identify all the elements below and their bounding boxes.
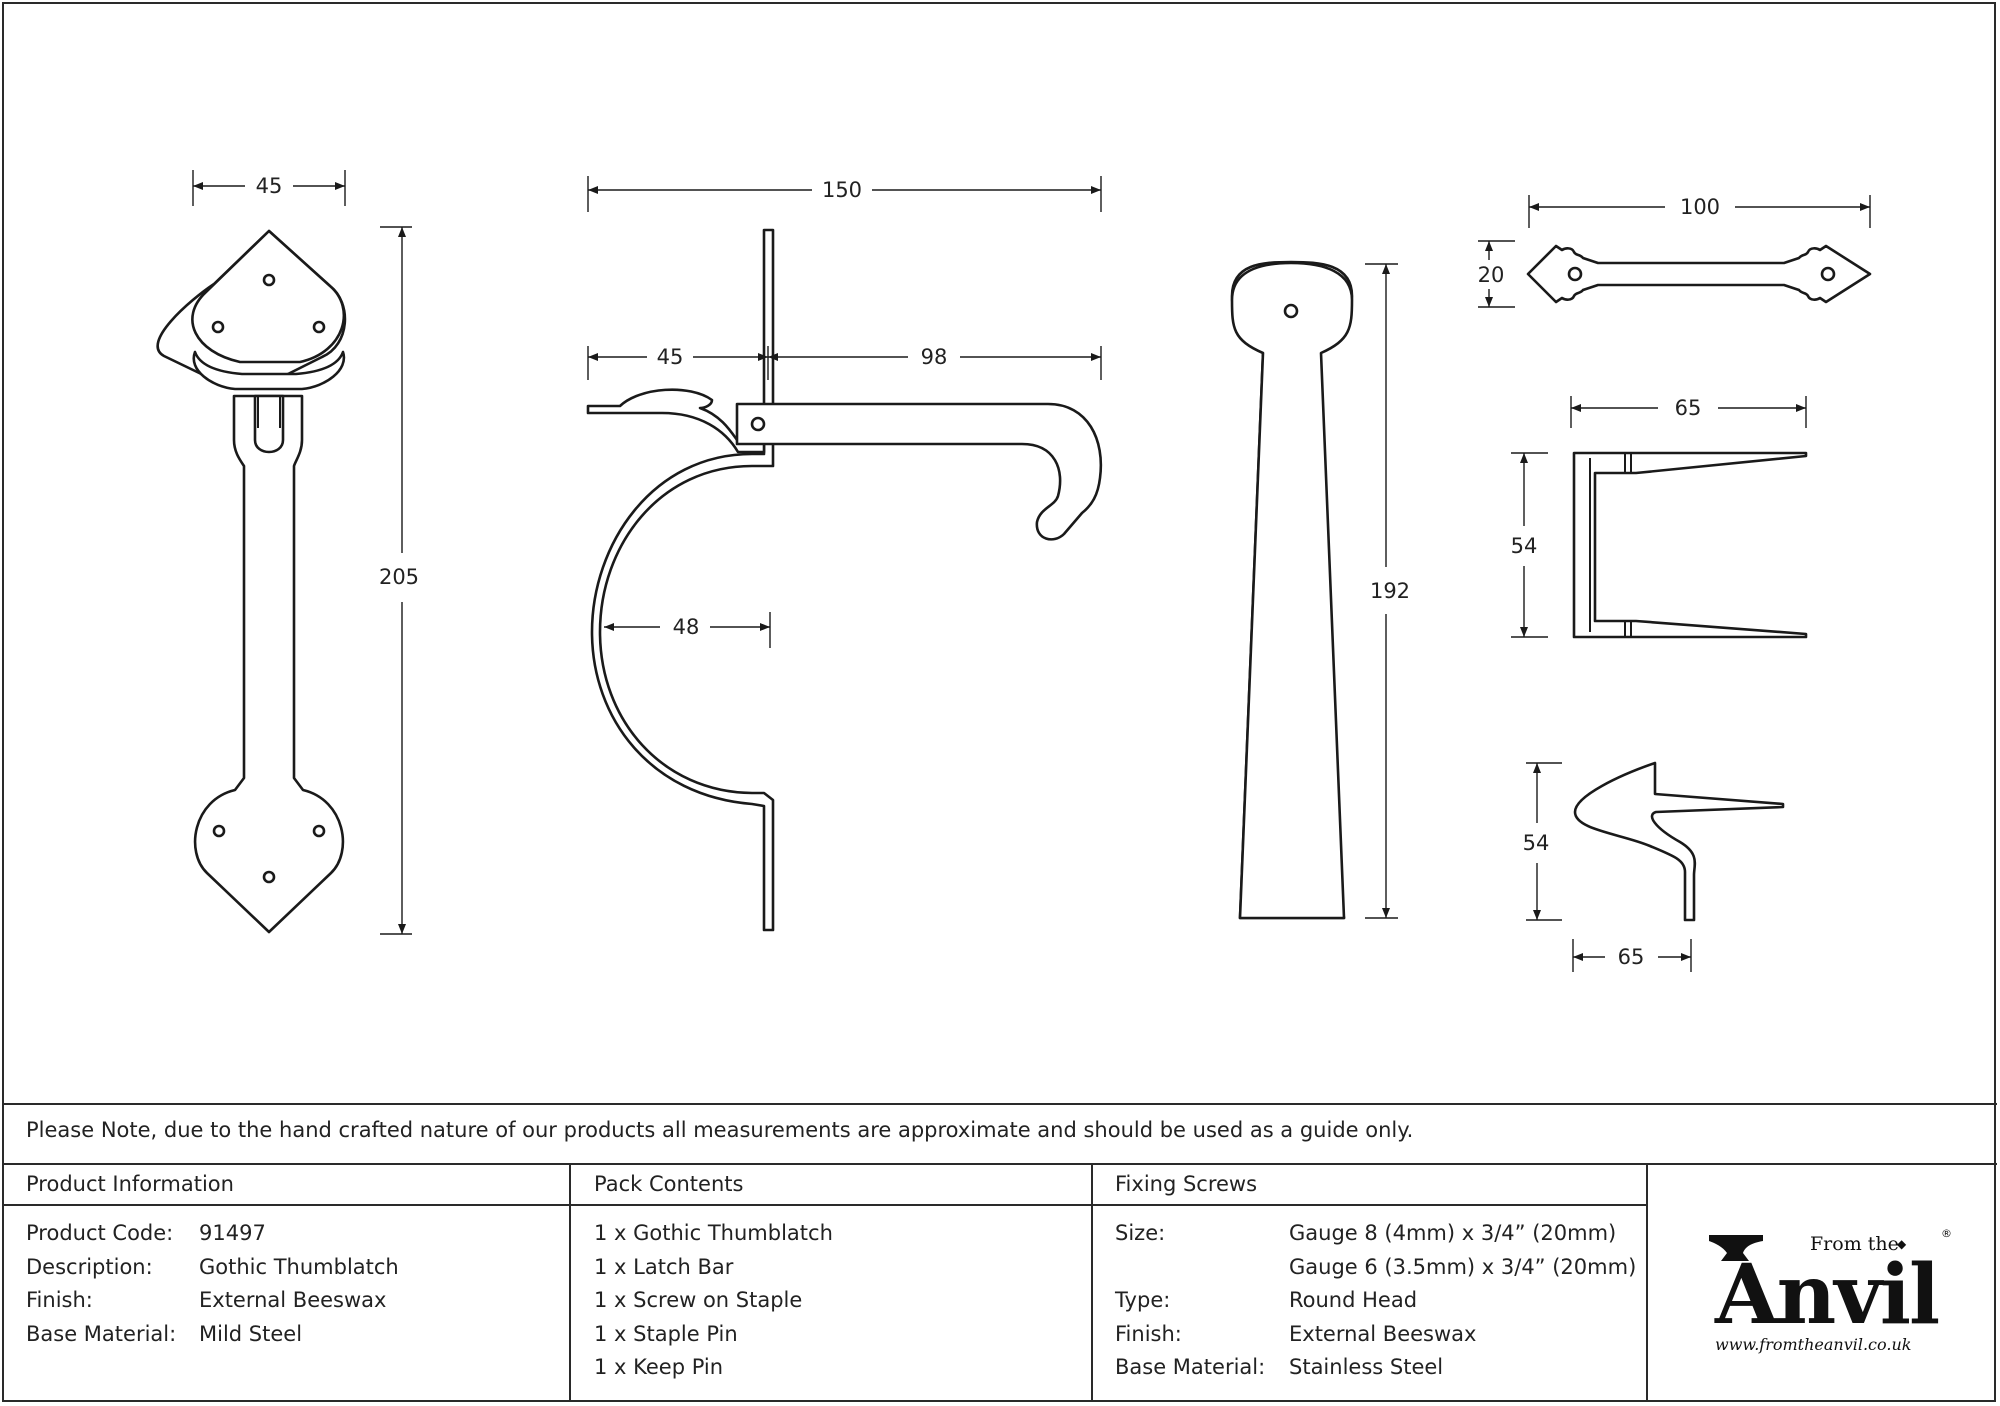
handle-stem bbox=[193, 394, 345, 934]
dim-staple-height: 54 bbox=[1511, 534, 1538, 558]
pack-item: 1 x Staple Pin bbox=[594, 1321, 738, 1346]
base-material-value: Mild Steel bbox=[199, 1321, 303, 1346]
latch-bar-plate bbox=[1230, 260, 1354, 920]
handle-cusp bbox=[192, 350, 346, 391]
screw-hole bbox=[1567, 266, 1583, 282]
screw-size-label: Size: bbox=[1115, 1221, 1166, 1245]
fixing-screws-heading: Fixing Screws bbox=[1115, 1172, 1258, 1196]
screw-hole bbox=[1283, 303, 1299, 319]
screw-base-material-value: Stainless Steel bbox=[1289, 1355, 1444, 1379]
screw-hole bbox=[211, 320, 225, 334]
handle-slot bbox=[253, 394, 285, 454]
product-code-value: 91497 bbox=[199, 1221, 266, 1245]
keep-bar-body bbox=[1526, 244, 1872, 304]
screw-hole bbox=[1820, 266, 1836, 282]
keep bbox=[1573, 761, 1785, 922]
product-code-label: Product Code: bbox=[26, 1221, 174, 1245]
screw-type-label: Type: bbox=[1115, 1288, 1171, 1312]
pack-item: 1 x Screw on Staple bbox=[594, 1288, 803, 1312]
product-information-rows: Product Code: 91497 Description: Gothic Th… bbox=[26, 1217, 399, 1351]
dim-grip-depth: 48 bbox=[673, 615, 700, 639]
dim-latch-right: 98 bbox=[921, 345, 948, 369]
screw-hole bbox=[212, 824, 226, 838]
screw-size-row-2: Gauge 6 (3.5mm) x 3/4” (20mm) bbox=[1115, 1251, 1636, 1285]
dim-latch-left: 45 bbox=[657, 345, 684, 369]
latch-side-view bbox=[586, 228, 1103, 932]
registered-mark: ® bbox=[1941, 1227, 1952, 1240]
latch-lever-arm bbox=[735, 402, 1103, 541]
latch-plate-and-grip bbox=[590, 228, 775, 932]
pack-item: 1 x Gothic Thumblatch bbox=[594, 1221, 833, 1245]
screw-base-material-label: Base Material: bbox=[1115, 1355, 1266, 1379]
latch-bar-outline bbox=[1230, 261, 1354, 920]
screw-finish-value: External Beeswax bbox=[1289, 1321, 1477, 1346]
screw-hole bbox=[312, 824, 326, 838]
dim-keep-width: 65 bbox=[1618, 945, 1645, 969]
screw-finish-label: Finish: bbox=[1115, 1321, 1182, 1346]
staple bbox=[1572, 451, 1808, 639]
staple-body bbox=[1572, 451, 1808, 639]
finish-label: Finish: bbox=[26, 1288, 93, 1312]
anvil-icon bbox=[1709, 1235, 1763, 1261]
dim-latch-length: 150 bbox=[822, 178, 862, 202]
screw-hole bbox=[262, 273, 276, 287]
finish-row: Finish: External Beeswax bbox=[26, 1284, 399, 1318]
screw-size-value: Gauge 8 (4mm) x 3/4” (20mm) bbox=[1289, 1221, 1617, 1245]
base-material-label: Base Material: bbox=[26, 1321, 177, 1346]
dim-handle-width: 45 bbox=[256, 174, 283, 198]
screw-type-row: Type: Round Head bbox=[1115, 1284, 1636, 1318]
keep-body bbox=[1573, 761, 1785, 922]
dim-staple-width: 65 bbox=[1675, 396, 1702, 420]
description-label: Description: bbox=[26, 1254, 153, 1279]
measurement-note: Please Note, due to the hand crafted nat… bbox=[26, 1118, 1414, 1142]
handle-front-view bbox=[156, 229, 347, 934]
pack-item: 1 x Latch Bar bbox=[594, 1254, 734, 1279]
dim-plate-height: 192 bbox=[1370, 579, 1410, 603]
pack-contents-heading: Pack Contents bbox=[594, 1172, 744, 1196]
diamond-icon: ◆ bbox=[1897, 1237, 1907, 1251]
keep-bar bbox=[1526, 244, 1872, 304]
description-row: Description: Gothic Thumblatch bbox=[26, 1251, 399, 1285]
dimension-labels: 45 205 150 45 98 48 192 100 20 65 54 54 … bbox=[256, 174, 1720, 969]
info-table-grid bbox=[3, 1103, 1997, 1402]
product-code-row: Product Code: 91497 bbox=[26, 1217, 399, 1251]
dim-bar-height: 20 bbox=[1478, 263, 1505, 287]
screw-size-row: Size: Gauge 8 (4mm) x 3/4” (20mm) bbox=[1115, 1217, 1636, 1251]
handle-top-heart bbox=[191, 229, 346, 364]
screw-hole bbox=[262, 870, 276, 884]
pack-contents-list: 1 x Gothic Thumblatch 1 x Latch Bar 1 x … bbox=[594, 1217, 833, 1385]
fixing-screws-rows: Size: Gauge 8 (4mm) x 3/4” (20mm) Gauge 6… bbox=[1115, 1217, 1636, 1385]
dim-handle-height: 205 bbox=[379, 565, 419, 589]
dim-bar-length: 100 bbox=[1680, 195, 1720, 219]
logo-from-text: From the bbox=[1810, 1233, 1899, 1255]
latch-thumb-piece bbox=[586, 388, 766, 454]
screw-base-material-row: Base Material: Stainless Steel bbox=[1115, 1351, 1636, 1385]
screw-size-value: Gauge 6 (3.5mm) x 3/4” (20mm) bbox=[1289, 1254, 1637, 1279]
base-material-row: Base Material: Mild Steel bbox=[26, 1318, 399, 1352]
latch-pivot bbox=[750, 416, 766, 432]
product-information-heading: Product Information bbox=[26, 1172, 234, 1196]
screw-hole bbox=[312, 320, 326, 334]
finish-value: External Beeswax bbox=[199, 1288, 387, 1312]
dim-keep-height: 54 bbox=[1523, 831, 1550, 855]
description-value: Gothic Thumblatch bbox=[199, 1254, 399, 1279]
pack-item: 1 x Keep Pin bbox=[594, 1355, 724, 1379]
screw-finish-row: Finish: External Beeswax bbox=[1115, 1318, 1636, 1352]
logo-url: www.fromtheanvil.co.uk bbox=[1715, 1335, 1912, 1354]
screw-type-value: Round Head bbox=[1289, 1288, 1418, 1312]
dimension-lines bbox=[192, 170, 1871, 972]
logo-wordmark: Anvil bbox=[1715, 1247, 1940, 1343]
